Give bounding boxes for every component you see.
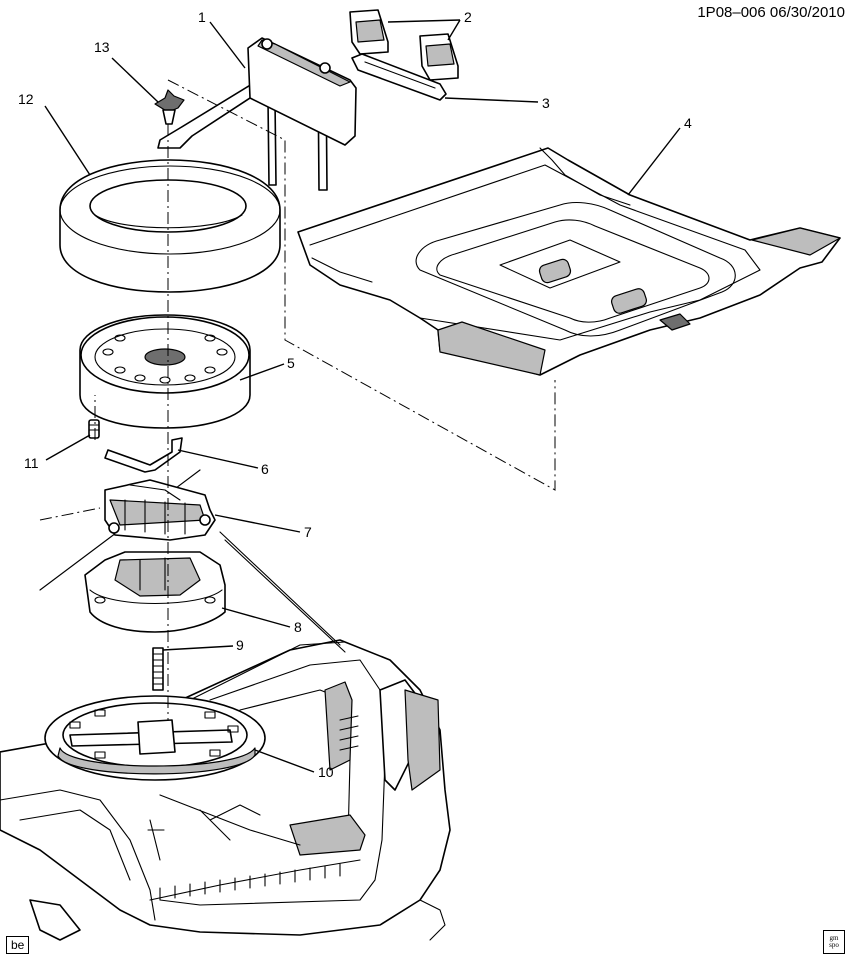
callout-5: 5 <box>287 355 295 371</box>
spare-tire <box>59 159 281 293</box>
tool-storage-tray <box>84 551 226 633</box>
assembly-centerlines <box>39 79 556 720</box>
callout-8: 8 <box>294 619 302 635</box>
callout-11: 11 <box>24 455 39 471</box>
callout-1: 1 <box>198 9 206 25</box>
jack <box>104 479 216 541</box>
logo-line-1: gm <box>829 934 839 942</box>
jack-handle <box>104 437 183 473</box>
gmspo-logo: gm spo <box>823 930 845 954</box>
tire-hold-down-strap <box>157 37 357 191</box>
callout-numbers: 1 2 3 4 5 6 7 8 9 10 11 12 13 <box>18 9 692 780</box>
wheel-stud <box>88 419 100 439</box>
logo-line-2: spo <box>829 941 839 949</box>
callout-6: 6 <box>261 461 269 477</box>
trunk-lid-edge <box>219 531 346 653</box>
wing-nut <box>154 89 185 125</box>
callout-10: 10 <box>318 764 334 780</box>
vehicle-brand-code: be <box>6 936 30 954</box>
callout-leaders <box>44 19 681 773</box>
callout-3: 3 <box>542 95 550 111</box>
retainer-clips <box>349 9 459 81</box>
callout-2: 2 <box>464 9 472 25</box>
trunk-floor-panel <box>297 147 841 376</box>
lug-wrench <box>351 53 447 101</box>
callout-7: 7 <box>304 524 312 540</box>
retainer-bolt <box>152 647 164 691</box>
callout-13: 13 <box>94 39 110 55</box>
callout-9: 9 <box>236 637 244 653</box>
vehicle-rear-body <box>0 469 451 941</box>
steel-wheel <box>79 314 251 429</box>
callout-4: 4 <box>684 115 692 131</box>
callout-12: 12 <box>18 91 34 107</box>
diagram-code-date: 1P08–006 06/30/2010 <box>697 4 845 21</box>
spare-wheel-spacer <box>44 695 266 781</box>
